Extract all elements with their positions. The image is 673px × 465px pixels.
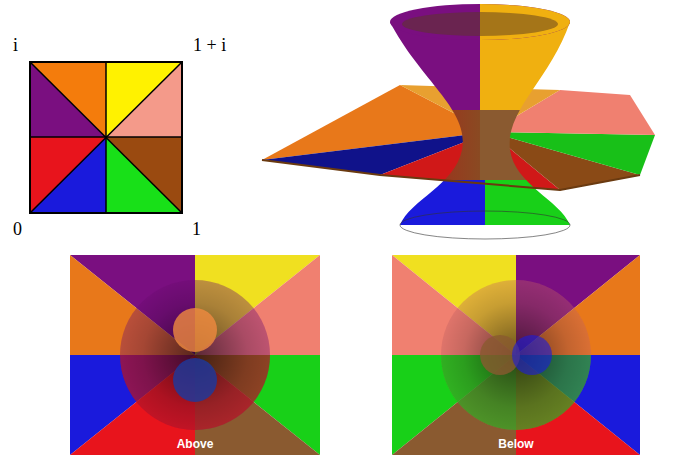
- minimal-surface: [262, 0, 655, 240]
- view-caption: Below: [498, 438, 533, 450]
- corner-label: 0: [13, 220, 22, 238]
- corner-label: 1 + i: [193, 36, 226, 54]
- corner-label: 1: [192, 220, 201, 238]
- domain-square: [30, 62, 182, 213]
- view-caption: Above: [177, 438, 214, 450]
- below-view: [392, 255, 640, 455]
- corner-label: i: [13, 36, 18, 54]
- above-view: [70, 255, 320, 455]
